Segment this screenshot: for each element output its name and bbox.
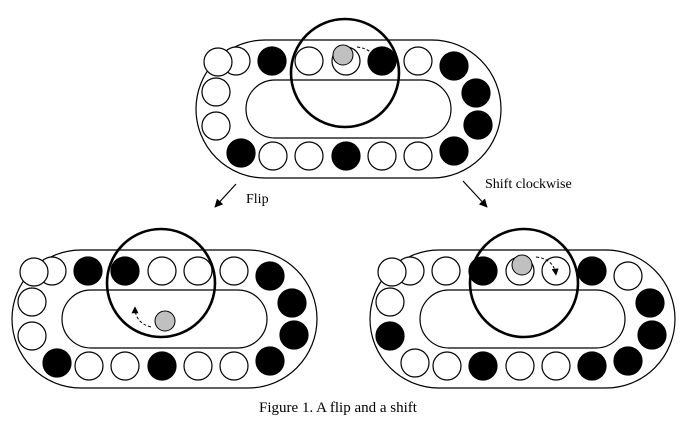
rotation-arrow xyxy=(356,46,380,66)
marble-black xyxy=(257,46,287,76)
marble-white xyxy=(183,351,213,381)
turntable-wheel xyxy=(468,227,580,339)
marble-black xyxy=(468,256,498,286)
marble-white xyxy=(367,141,397,171)
marble-white xyxy=(19,257,49,287)
marble-black xyxy=(367,46,397,76)
marble-white xyxy=(147,256,177,286)
marble-white xyxy=(294,46,324,76)
turntable-wheel xyxy=(105,227,217,339)
puzzle-after-flip xyxy=(11,227,318,389)
marble-black xyxy=(226,138,256,168)
wheel-marker-marble xyxy=(154,310,176,332)
marble-white xyxy=(377,257,407,287)
flip-arrow xyxy=(214,183,237,208)
marble-black xyxy=(637,320,667,350)
shift-arrow-line xyxy=(462,180,488,208)
marble-black xyxy=(110,256,140,286)
marble-black xyxy=(331,141,361,171)
marble-white xyxy=(74,351,104,381)
marble-white xyxy=(400,348,430,378)
marble-black xyxy=(461,78,491,108)
marble-black xyxy=(255,261,285,291)
wheel-marker-marble xyxy=(511,254,533,276)
marble-white xyxy=(17,287,47,317)
turntable-wheel xyxy=(289,17,401,129)
marble-black xyxy=(613,346,643,376)
puzzle-after-shift xyxy=(369,227,676,389)
figure-caption: Figure 1. A flip and a shift xyxy=(259,400,418,416)
marble-black xyxy=(147,351,177,381)
marble-black xyxy=(577,256,607,286)
marble-black xyxy=(439,136,469,166)
marble-black xyxy=(279,320,309,350)
marble-white xyxy=(541,351,571,381)
shift-arrow xyxy=(462,180,488,208)
marble-white xyxy=(110,351,140,381)
inner-hole xyxy=(245,79,452,139)
marble-white xyxy=(203,47,233,77)
marble-white xyxy=(432,351,462,381)
marble-black xyxy=(463,110,493,140)
marble-white xyxy=(201,77,231,107)
marble-white xyxy=(613,261,643,291)
marble-black xyxy=(439,51,469,81)
marble-white xyxy=(541,256,571,286)
marble-black xyxy=(42,348,72,378)
rotation-arrow xyxy=(535,256,559,276)
marble-black xyxy=(635,288,665,318)
marble-black xyxy=(375,321,405,351)
marble-white xyxy=(294,141,324,171)
marble-white xyxy=(219,256,249,286)
flip-arrow-line xyxy=(214,183,237,208)
marble-white xyxy=(403,46,433,76)
inner-hole xyxy=(419,289,626,349)
marble-white xyxy=(258,141,288,171)
marble-white xyxy=(219,351,249,381)
rotation-arrow xyxy=(131,306,152,328)
marble-white xyxy=(183,256,213,286)
shift-label: Shift clockwise xyxy=(485,177,572,192)
marble-black xyxy=(277,288,307,318)
marble-white xyxy=(505,351,535,381)
flip-label: Flip xyxy=(246,192,269,207)
marble-white xyxy=(201,111,231,141)
marble-white xyxy=(17,321,47,351)
marble-black xyxy=(577,351,607,381)
puzzle-initial-state xyxy=(195,17,502,179)
marble-white xyxy=(431,256,461,286)
marble-white xyxy=(375,287,405,317)
marble-black xyxy=(73,256,103,286)
marble-white xyxy=(403,141,433,171)
marble-black xyxy=(255,346,285,376)
wheel-marker-marble xyxy=(332,44,354,66)
marble-black xyxy=(468,351,498,381)
